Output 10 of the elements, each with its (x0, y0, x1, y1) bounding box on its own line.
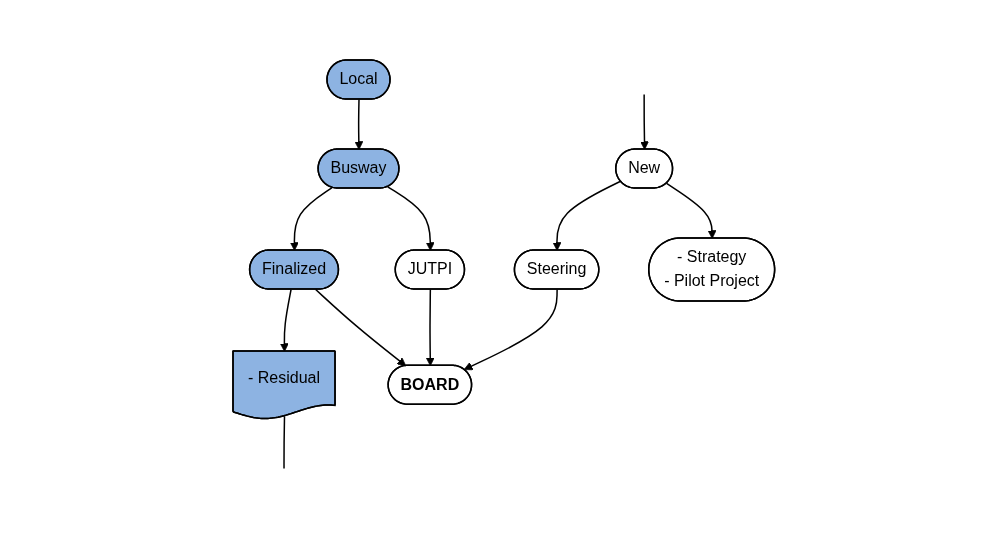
arrow (387, 186, 435, 252)
arrow (463, 289, 559, 371)
connector (283, 415, 286, 470)
arrow (640, 94, 650, 151)
arrow (354, 99, 364, 151)
arrow (290, 187, 334, 252)
arrow (666, 182, 717, 240)
arrow (552, 180, 622, 252)
arrow (426, 289, 435, 367)
arrow (315, 289, 407, 367)
